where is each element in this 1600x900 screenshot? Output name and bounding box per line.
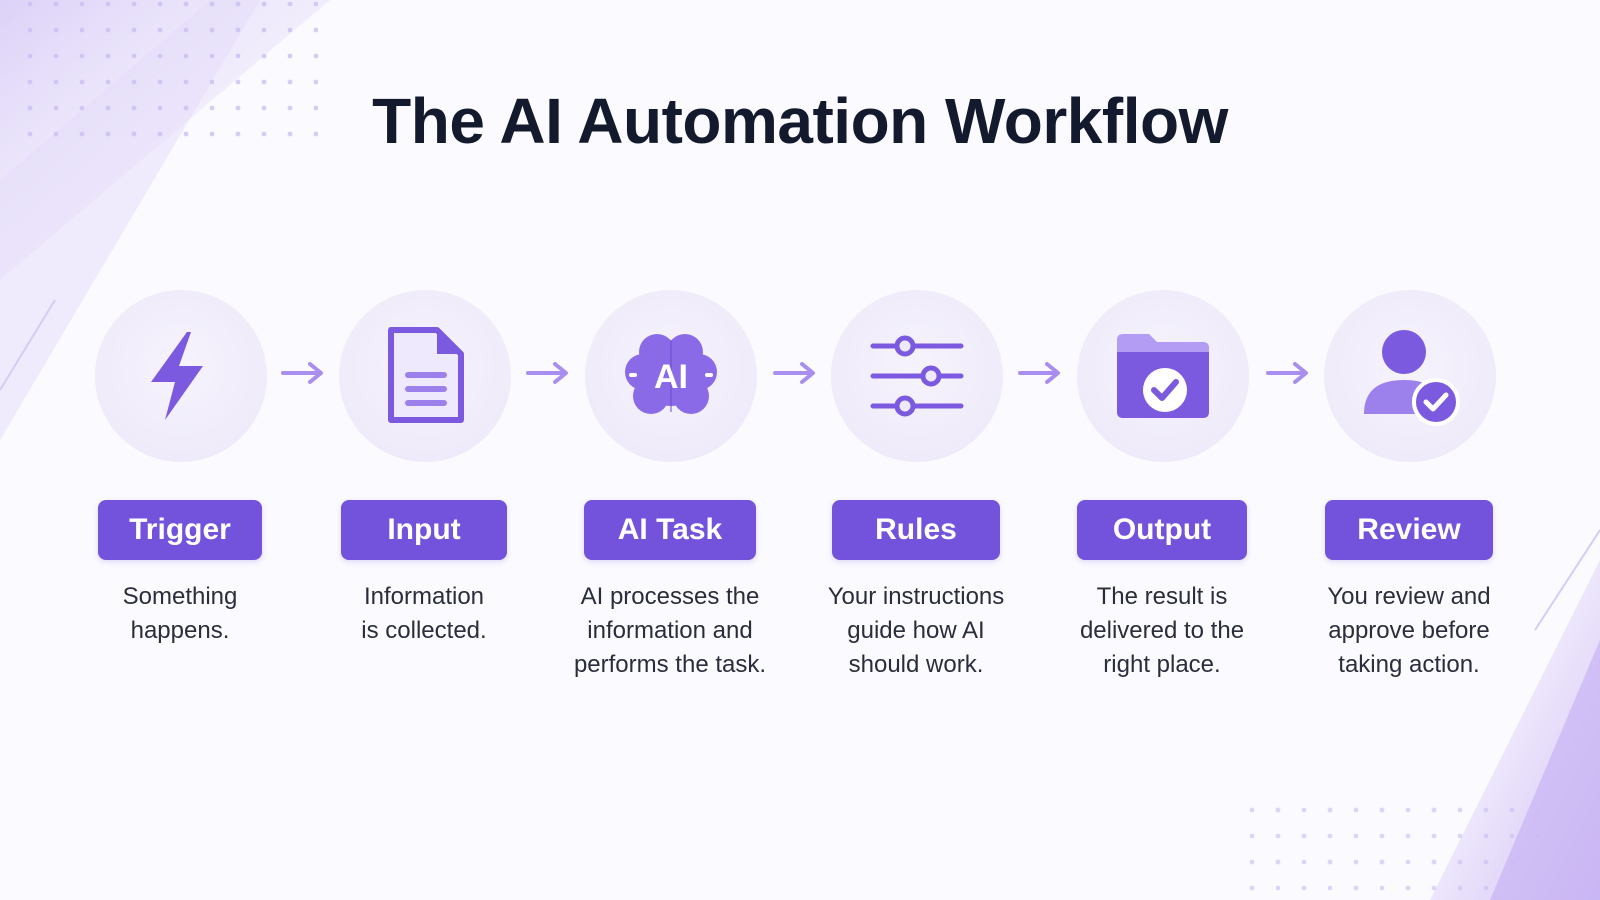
step-description: Your instructions guide how AI should wo… [827,583,1005,678]
arrow-right-icon [1018,362,1060,384]
step-label: Rules [832,500,1000,560]
user-check-icon [1364,330,1460,426]
step-description: AI processes the information and perform… [573,583,767,678]
step-label: Trigger [98,500,262,560]
sliders-icon [870,335,964,417]
icon-circle [95,290,267,462]
folder-check-icon [1117,334,1209,418]
step-label: Review [1325,500,1493,560]
icon-circle [831,290,1003,462]
document-icon [388,327,464,423]
step-description: The result is delivered to the right pla… [1079,583,1245,678]
ai-brain-icon: AI [625,334,717,414]
icon-circle [1324,290,1496,462]
step-label: Output [1077,500,1247,560]
arrow-right-icon [1266,362,1308,384]
icon-circle: AI [585,290,757,462]
arrow-right-icon [526,362,568,384]
step-description: You review and approve before taking act… [1327,583,1491,678]
step-label: AI Task [584,500,756,560]
lightning-bolt-icon [151,332,203,420]
icon-circle [1077,290,1249,462]
diagram-title: The AI Automation Workflow [372,85,1228,157]
icon-circle [339,290,511,462]
arrow-right-icon [281,362,323,384]
step-description: Something happens. [122,583,238,644]
step-label: Input [341,500,507,560]
step-description: Information is collected. [361,583,487,644]
arrow-right-icon [773,362,815,384]
ai-icon-text: AI [654,358,688,396]
